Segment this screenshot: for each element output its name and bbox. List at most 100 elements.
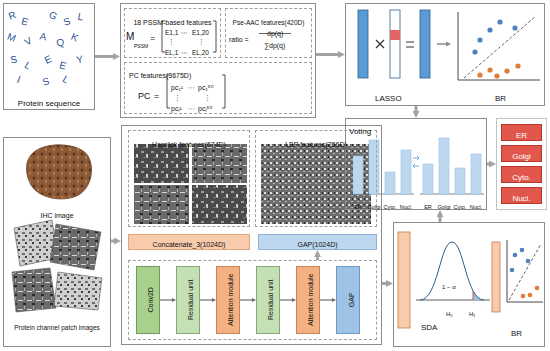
vote-bar (385, 172, 395, 194)
class-dots (510, 248, 540, 299)
node-text: Attention module (307, 274, 314, 327)
node-text: Pse-AAC features(420D) (233, 19, 305, 26)
matrix-entry: pc₁⁵⁰ (198, 84, 213, 91)
layer-block: Conv2D (136, 266, 160, 334)
matrix-entry: ⋯ (188, 105, 195, 112)
matrix-entry: ⋮ (174, 94, 181, 101)
sequence-letter: M (6, 31, 18, 44)
layer-block: GAP (336, 266, 360, 334)
label-holder: Y (75, 50, 84, 67)
location-box: Cyto. (501, 166, 542, 183)
patch-image (54, 272, 102, 310)
lbp-image (261, 144, 371, 224)
dot (494, 73, 499, 78)
matrix-entry: pcⱼ¹ (171, 105, 182, 112)
label-holder: R (5, 5, 17, 23)
matrix-entry: = (154, 91, 159, 101)
node-text: Residual unit (187, 280, 194, 320)
tail-area (473, 291, 484, 300)
node-text: Attention module (227, 274, 234, 327)
label-holder: ER (424, 196, 432, 212)
matrix-entry: EL,20 (192, 49, 209, 56)
matrix-entry: E1,1 (165, 29, 178, 36)
text-holder: Nucl. (512, 187, 530, 205)
dot (526, 259, 531, 264)
times-sign (376, 40, 384, 48)
flow-arrow (200, 299, 212, 300)
node-text: Haralick features(674D) (152, 141, 226, 148)
dot (512, 25, 517, 30)
bar-label: Nucl. (400, 204, 413, 210)
location-box: ER (501, 124, 542, 141)
vote-bar (439, 138, 449, 194)
vote-bar (455, 168, 465, 194)
dot (510, 268, 515, 273)
selected-weight (390, 30, 400, 40)
vote-bar (423, 164, 433, 194)
feature-vector (358, 10, 368, 78)
text-holder: Protein channel patch images (4, 316, 110, 334)
gap-bar: GAP(1024D) (258, 234, 377, 250)
haralick-box: Haralick features(674D) (128, 130, 250, 227)
text-holder: Conv2D (139, 287, 157, 312)
label-holder: Cyto. (454, 196, 467, 212)
text-holder: Residual unit (179, 280, 197, 320)
matrix-entry: ⋮ (168, 38, 175, 45)
node-text: 18 PSSM-based features (133, 19, 211, 26)
label-holder: ⋯ (188, 98, 195, 114)
vote-bar (471, 154, 481, 194)
dot (472, 49, 477, 54)
sequence-letter: Y (75, 53, 83, 65)
matrix-entry: E1,20 (192, 29, 209, 36)
matrix-entry: = (150, 33, 155, 43)
deep-feature-panel: Haralick features(674D) LBP features(256D… (121, 125, 382, 345)
label-holder: A (39, 27, 48, 44)
layer-block: Residual unit (176, 266, 200, 334)
vote-bar (401, 150, 411, 194)
decision-line (464, 16, 536, 78)
sequence-letter: I (16, 74, 22, 85)
flow-arrow (487, 163, 489, 166)
matrix-bracket (213, 21, 216, 52)
formula-text: ∑dp(q) (264, 42, 285, 49)
lbp-box: LBP features(256D) (255, 130, 377, 227)
text-holder: GAP (339, 293, 357, 308)
sequence-letter: Q (55, 36, 65, 48)
formula-text: 1 − α (442, 284, 456, 290)
dot (477, 72, 482, 77)
label-holder: E (20, 11, 31, 28)
output-panel: ERGolgiCyto.Nucl. (496, 118, 547, 210)
ihc-image (26, 145, 91, 199)
flow-arrow (95, 55, 113, 58)
flow-arrow (160, 299, 172, 300)
dot (477, 37, 482, 42)
matrix-entry: pc₁¹ (171, 84, 183, 91)
label-holder: = (154, 86, 159, 102)
label-holder: S (61, 11, 72, 28)
bar-label: Cyto. (384, 204, 397, 210)
sequence-letter: E (20, 15, 29, 27)
flow-arrow (240, 299, 252, 300)
text-holder: Pse-AAC features(420D) (227, 11, 310, 29)
distribution-curve (420, 242, 484, 300)
text-holder: BR (511, 322, 522, 340)
node-text: BR (495, 94, 506, 103)
sda-br-panel: SDABR (393, 222, 545, 347)
swap-icon (413, 156, 419, 168)
sequence-letter: G (47, 9, 59, 22)
label-holder: Cyto. (384, 196, 397, 212)
node-text: Concatenate_3(1024D) (153, 241, 226, 248)
text-holder: Voting (349, 120, 371, 138)
label-holder: Nucl. (470, 196, 483, 212)
sequence-letter: E (43, 53, 54, 66)
label-holder: M (126, 27, 134, 43)
lasso-br-panel: LASSOBR (345, 3, 545, 106)
matrix-bracket (167, 75, 170, 108)
matrix-entry: M (126, 31, 134, 42)
layer-block: Residual unit (256, 266, 280, 334)
label-holder: H₁ (469, 303, 475, 319)
dot (487, 27, 492, 32)
flow-arrow (316, 53, 338, 56)
formula-text: dp(q) (267, 30, 283, 37)
class-dots (472, 19, 520, 78)
